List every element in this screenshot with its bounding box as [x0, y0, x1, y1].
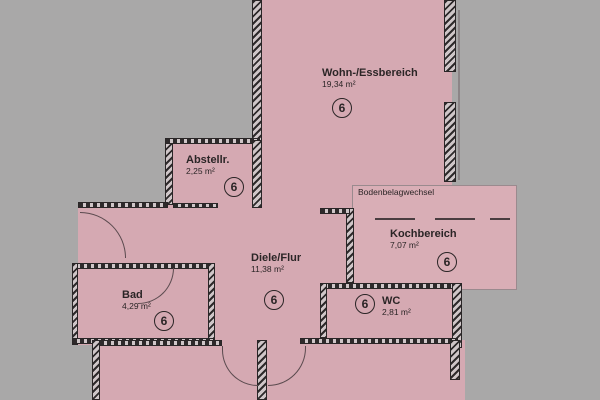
wall-bath-west: [72, 263, 78, 345]
room-marker-hallway: 6: [264, 290, 284, 310]
wall-living-west: [252, 0, 262, 143]
wall-storage-north: [165, 138, 260, 144]
room-name: Kochbereich: [390, 228, 457, 240]
hallway-area: [78, 205, 353, 345]
wall-living-east-upper: [444, 0, 456, 72]
room-marker-wc: 6: [355, 294, 375, 314]
wall-lower-divider: [257, 340, 267, 400]
room-name: WC: [382, 295, 401, 307]
wc-area: [322, 285, 462, 345]
floor-change-line-2: [435, 218, 475, 220]
wall-storage-west: [165, 140, 173, 205]
floor-change-line: [375, 218, 415, 220]
room-area: 2,81 m²: [382, 306, 411, 317]
room-label-kitchen: Kochbereich 7,07 m²: [390, 228, 457, 250]
room-name: Bad: [122, 289, 143, 301]
wall-storage-south: [173, 203, 218, 208]
kitchen-sheet: [352, 185, 517, 290]
room-marker-storage: 6: [224, 177, 244, 197]
room-label-living-dining: Wohn-/Essbereich 19,34 m²: [322, 67, 418, 89]
wall-wc-south: [300, 338, 458, 344]
room-label-wc: WC 2,81 m²: [382, 295, 411, 317]
wall-kitchen-stub: [320, 208, 350, 214]
living-dining-area: [262, 0, 452, 190]
room-label-hallway: Diele/Flur 11,38 m²: [251, 252, 302, 274]
hallway-upper-area: [262, 185, 354, 210]
wall-lower-east: [450, 340, 460, 380]
room-name: Wohn-/Essbereich: [322, 67, 418, 79]
room-area: 7,07 m²: [390, 239, 419, 250]
room-area: 4,29 m²: [122, 300, 151, 311]
room-label-bath: Bad 4,29 m²: [122, 289, 151, 311]
room-name: Diele/Flur: [251, 252, 302, 264]
floor-change-line-3: [490, 218, 510, 220]
wall-lower-north-left: [92, 340, 222, 346]
window-living-east: [458, 10, 460, 180]
wall-lower-west: [92, 340, 100, 400]
room-marker-bath: 6: [154, 311, 174, 331]
room-area: 11,38 m²: [251, 263, 284, 274]
wall-hall-north: [78, 202, 168, 208]
wall-bath-east: [208, 263, 215, 343]
floor-change-text: Bodenbelagwechsel: [358, 187, 435, 197]
wall-living-east-lower: [444, 102, 456, 182]
room-area: 19,34 m²: [322, 78, 356, 89]
annotation-floor-change: Bodenbelagwechsel: [358, 188, 434, 197]
room-name: Abstellr.: [186, 154, 230, 166]
wall-wc-north: [320, 283, 460, 289]
wall-kitchen-west: [346, 208, 354, 283]
storage-room-area: [170, 143, 265, 205]
room-label-storage: Abstellr. 2,25 m²: [186, 154, 230, 176]
wall-storage-east: [252, 140, 262, 208]
room-marker-kitchen: 6: [437, 252, 457, 272]
wall-wc-west: [320, 283, 327, 338]
room-area: 2,25 m²: [186, 165, 215, 176]
room-marker-living-dining: 6: [332, 98, 352, 118]
